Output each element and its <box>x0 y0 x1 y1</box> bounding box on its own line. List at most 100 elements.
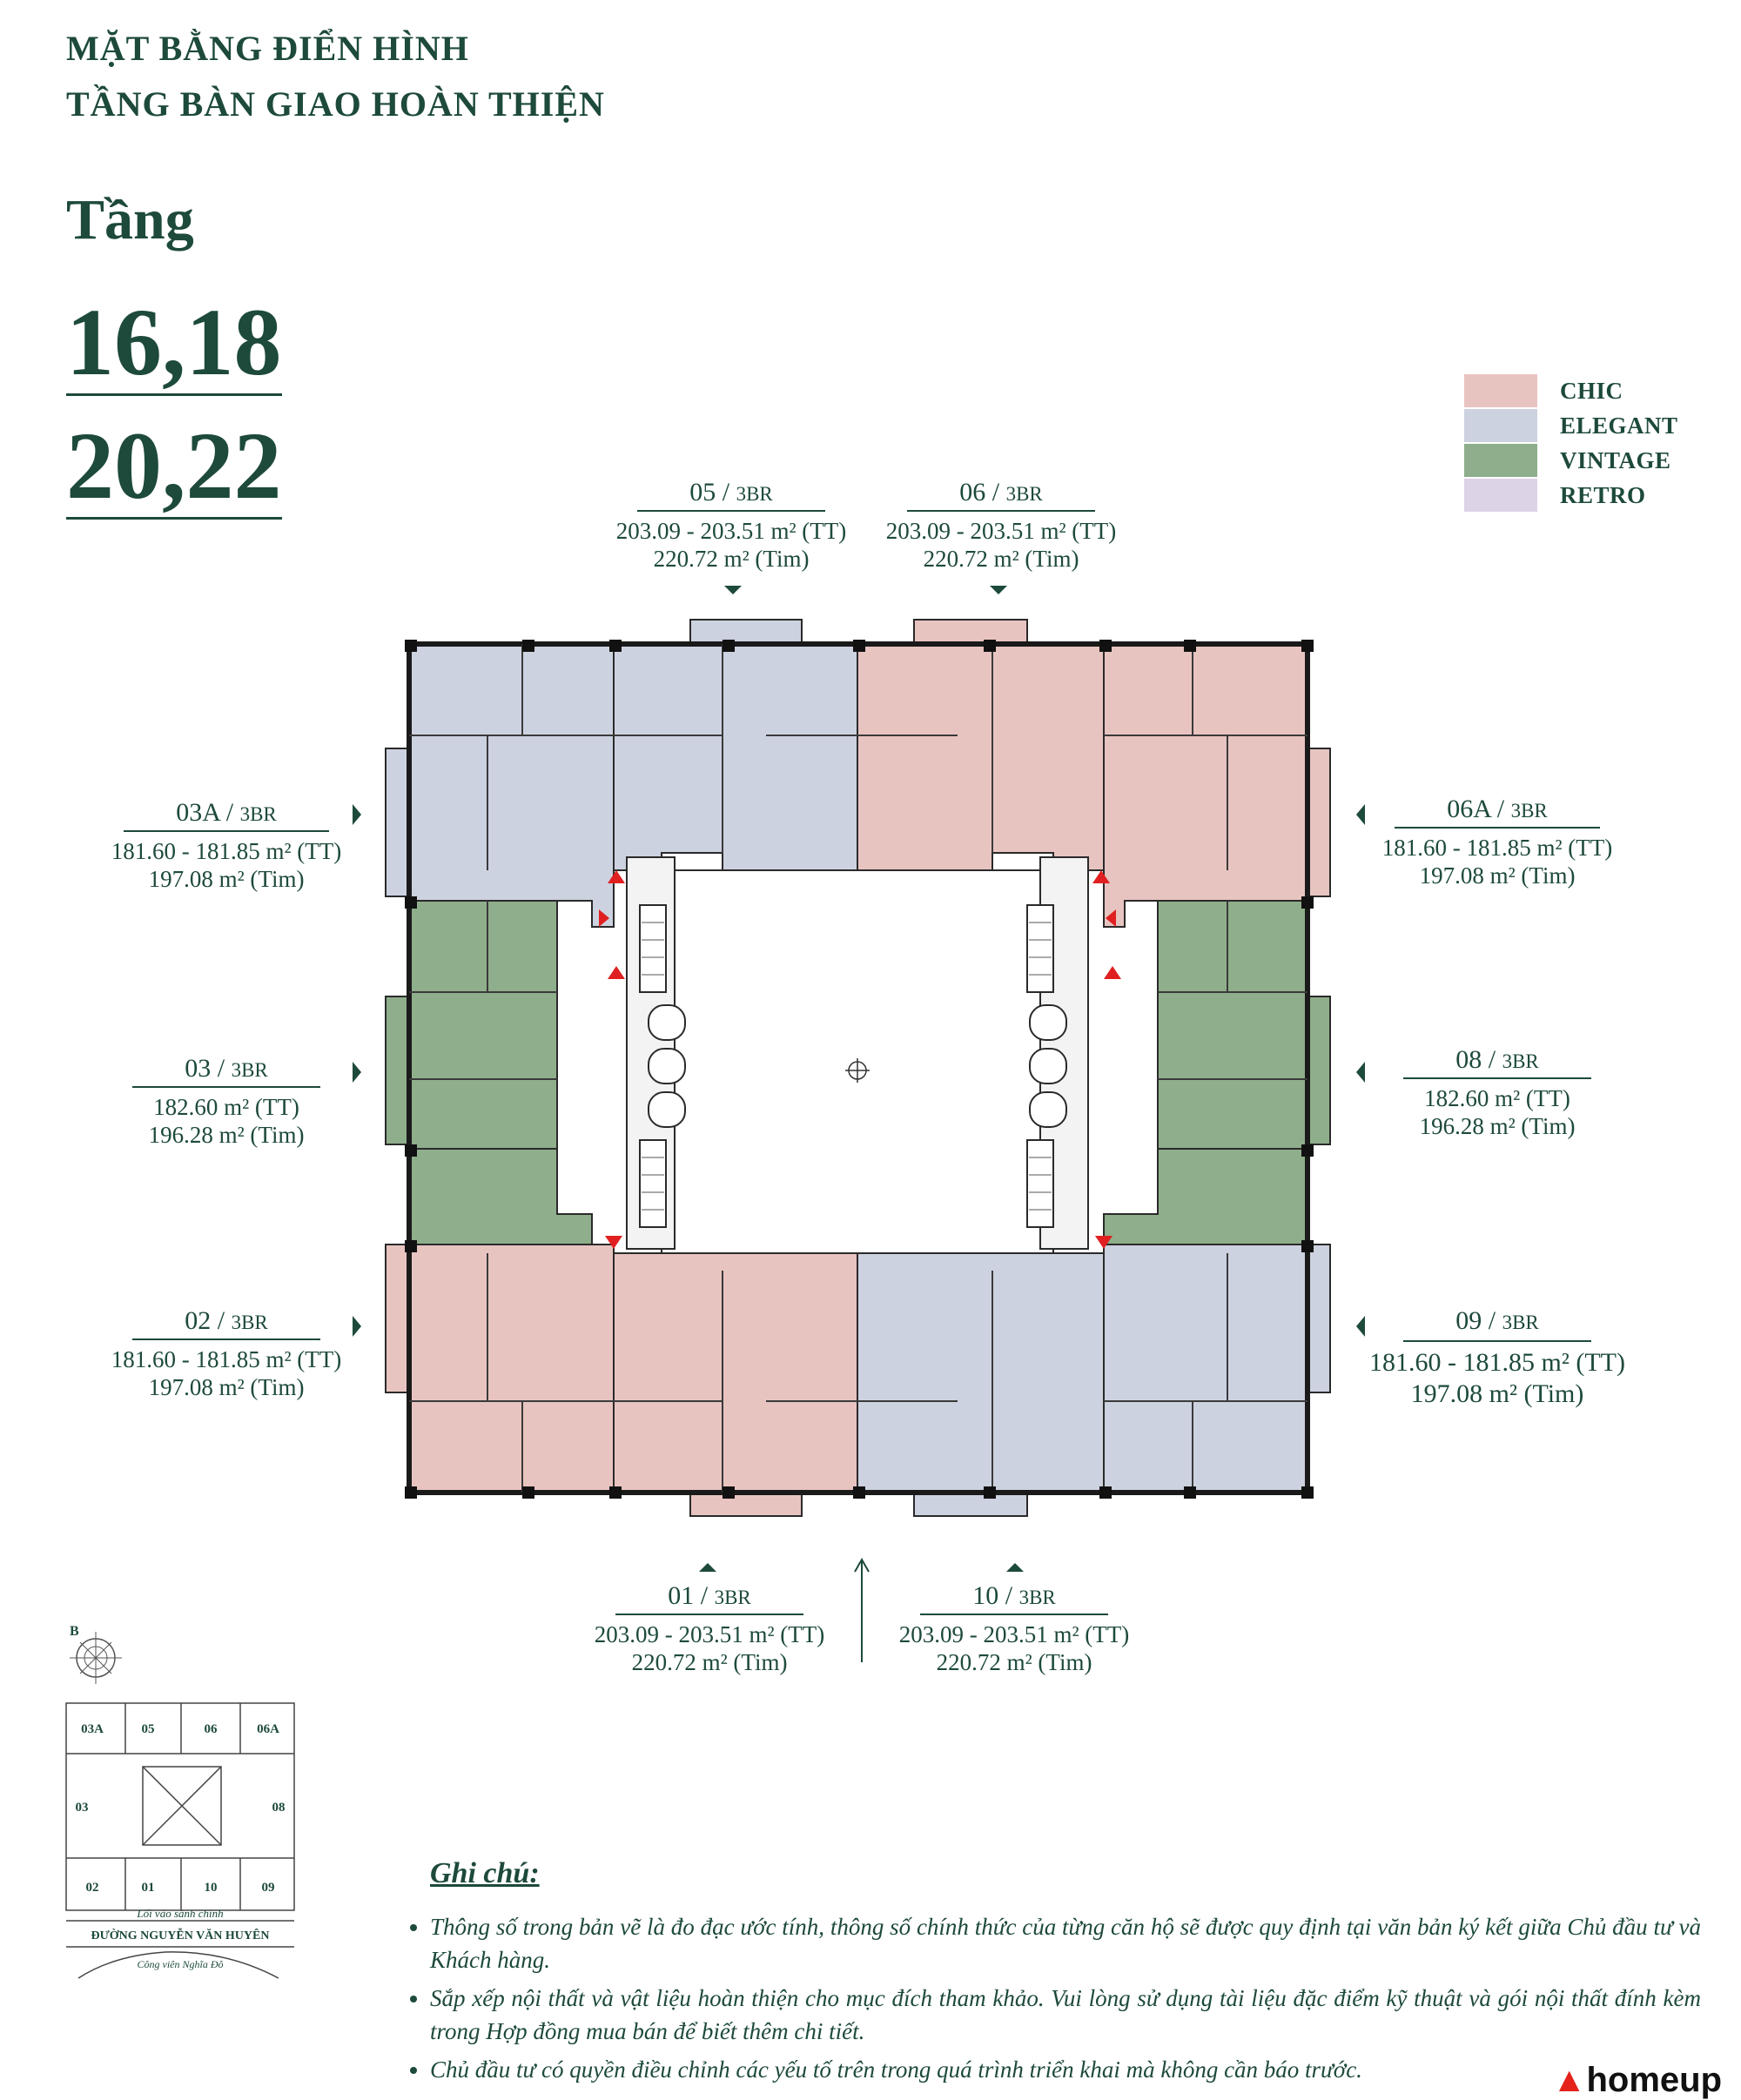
brand-name: homeup <box>1586 2061 1722 2099</box>
unit-type: 3BR <box>231 1312 268 1333</box>
bay-window-02 <box>385 1244 411 1393</box>
unit-code: 10 <box>972 1581 999 1610</box>
unit-area-tim: 197.08 m² (Tim) <box>1410 1379 1584 1408</box>
unit-type: 3BR <box>736 483 773 505</box>
note-item: Sắp xếp nội thất và vật liệu hoàn thiện … <box>430 1982 1701 2048</box>
legend-swatch-retro <box>1464 479 1537 512</box>
unit-label-06a[interactable]: 06A / 3BR 181.60 - 181.85 m² (TT) 197.08… <box>1381 795 1613 889</box>
unit-type: 3BR <box>1502 1050 1539 1072</box>
unit-label-10[interactable]: 10 / 3BR 203.09 - 203.51 m² (TT) 220.72 … <box>898 1581 1130 1676</box>
street-label: ĐƯỜNG NGUYỄN VĂN HUYÊN <box>91 1927 270 1942</box>
key-cell-03: 03 <box>76 1801 89 1815</box>
unit-area-tim: 220.72 m² (Tim) <box>631 1649 788 1675</box>
unit-01 <box>613 1239 858 1493</box>
stair-treads <box>642 922 1052 1211</box>
unit-08 <box>1157 900 1308 1150</box>
key-cell-10: 10 <box>205 1881 218 1895</box>
key-cell-03a: 03A <box>81 1722 104 1736</box>
unit-area-tt: 203.09 - 203.51 m² (TT) <box>615 518 847 544</box>
unit-area-tim: 220.72 m² (Tim) <box>653 546 810 572</box>
unit-area-tt: 181.60 - 181.85 m² (TT) <box>111 1346 342 1372</box>
bay-window-03a <box>385 748 411 897</box>
arrow-06 <box>990 586 1007 594</box>
unit-10 <box>857 1239 1105 1493</box>
unit-label-02[interactable]: 02 / 3BR 181.60 - 181.85 m² (TT) 197.08 … <box>111 1306 342 1401</box>
interior-partitions <box>409 644 1307 1493</box>
notes-list: Thông số trong bản vẽ là đo đạc ước tính… <box>409 1910 1701 2091</box>
unit-label-06[interactable]: 06 / 3BR 203.09 - 203.51 m² (TT) 220.72 … <box>885 478 1117 573</box>
entrance-label: Lối vào sảnh chính <box>136 1907 223 1920</box>
unit-label-08[interactable]: 08 / 3BR 182.60 m² (TT) 196.28 m² (Tim) <box>1367 1046 1628 1140</box>
unit-pointer-arrows <box>353 586 1365 1572</box>
unit-area-tim: 220.72 m² (Tim) <box>923 546 1079 572</box>
unit-code: 06A <box>1447 795 1491 823</box>
arrow-03a <box>353 804 361 825</box>
unit-area-tt: 182.60 m² (TT) <box>153 1094 299 1120</box>
arrow-10 <box>1006 1563 1024 1572</box>
unit-area-tim: 197.08 m² (Tim) <box>148 866 305 892</box>
key-plan: B 03A 05 06 06A 03 08 02 01 10 09 Lối và… <box>65 1624 295 1979</box>
title-line-1: MẶT BẰNG ĐIỂN HÌNH <box>66 29 469 68</box>
arrow-06a <box>1356 804 1365 825</box>
stair-west-south <box>639 1139 667 1228</box>
key-plan-cells: 03A 05 06 06A 03 08 02 01 10 09 <box>76 1722 286 1895</box>
compass: B <box>70 1624 122 1684</box>
house-icon: ▲ <box>1551 2061 1587 2099</box>
unit-area-tt: 182.60 m² (TT) <box>1424 1085 1570 1111</box>
unit-03 <box>408 900 558 1150</box>
bay-window-03 <box>385 996 411 1145</box>
unit-type: 3BR <box>1502 1312 1539 1333</box>
legend-label-vintage: VINTAGE <box>1560 447 1671 473</box>
arrow-09 <box>1356 1316 1365 1337</box>
key-cell-01: 01 <box>142 1881 155 1895</box>
stair-east-south <box>1026 1139 1054 1228</box>
elevator-e3 <box>1029 1091 1067 1128</box>
elevator-w1 <box>648 1004 686 1041</box>
unit-type: 3BR <box>1018 1587 1056 1608</box>
legend-label-chic: CHIC <box>1560 378 1623 404</box>
stair-east-north <box>1026 904 1054 993</box>
unit-area-tt: 203.09 - 203.51 m² (TT) <box>885 518 1117 544</box>
arrow-01 <box>699 1563 716 1572</box>
unit-code: 02 <box>185 1306 212 1335</box>
center-mark <box>845 1058 870 1083</box>
brand-logo[interactable]: ▲homeup <box>1552 2061 1722 2100</box>
unit-label-03[interactable]: 03 / 3BR 182.60 m² (TT) 196.28 m² (Tim) <box>96 1055 357 1149</box>
legend-label-elegant: ELEGANT <box>1560 413 1678 439</box>
arrow-05 <box>724 586 742 594</box>
unit-area-tt: 203.09 - 203.51 m² (TT) <box>594 1621 825 1647</box>
legend-swatch-chic <box>1464 374 1537 407</box>
key-cell-02: 02 <box>86 1881 99 1895</box>
unit-09 <box>1103 1244 1308 1493</box>
floor-numbers-1: 16,18 <box>66 289 282 396</box>
arrow-03 <box>353 1062 361 1083</box>
unit-label-03a[interactable]: 03A / 3BR 181.60 - 181.85 m² (TT) 197.08… <box>111 798 342 893</box>
key-cell-09: 09 <box>262 1881 275 1895</box>
unit-label-01[interactable]: 01 / 3BR 203.09 - 203.51 m² (TT) 220.72 … <box>594 1581 825 1676</box>
legend-swatch-vintage <box>1464 444 1537 477</box>
unit-label-09[interactable]: 09 / 3BR 181.60 - 181.85 m² (TT) 197.08 … <box>1369 1306 1625 1408</box>
key-plan-core <box>142 1766 222 1846</box>
unit-area-tim: 197.08 m² (Tim) <box>148 1374 305 1400</box>
unit-type: 3BR <box>231 1059 268 1081</box>
notes-title: Ghi chú: <box>430 1857 540 1889</box>
unit-type: 3BR <box>714 1587 751 1608</box>
key-cell-06a: 06A <box>257 1722 279 1736</box>
unit-area-tim: 196.28 m² (Tim) <box>148 1122 305 1148</box>
elevator-w2 <box>648 1048 686 1084</box>
legend-swatch-elegant <box>1464 409 1537 442</box>
unit-02 <box>408 1244 615 1493</box>
unit-area-tt: 181.60 - 181.85 m² (TT) <box>1369 1348 1625 1377</box>
arrow-08 <box>1356 1062 1365 1083</box>
key-plan-outline <box>65 1702 295 1911</box>
fire-exit-markers <box>599 870 1121 1249</box>
unit-code: 06 <box>959 478 986 507</box>
compass-label: B <box>70 1624 79 1639</box>
unit-area-tt: 203.09 - 203.51 m² (TT) <box>898 1621 1130 1647</box>
unit-label-05[interactable]: 05 / 3BR 203.09 - 203.51 m² (TT) 220.72 … <box>615 478 847 573</box>
legend-label-retro: RETRO <box>1560 482 1646 508</box>
unit-08-lower <box>1103 1148 1308 1245</box>
park-outline <box>77 1951 279 1979</box>
park-label: Công viên Nghĩa Đô <box>138 1958 224 1970</box>
structural-columns <box>405 640 1314 1499</box>
